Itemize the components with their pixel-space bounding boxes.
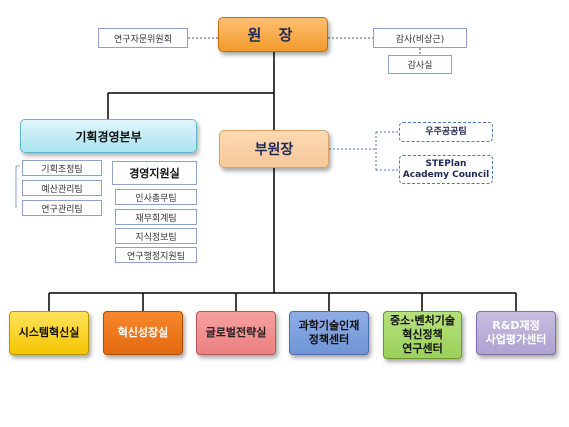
department-box: 시스템혁신실 <box>9 311 89 355</box>
planning-team-label: 연구관리팀 <box>41 204 83 215</box>
department-label: 중소·벤처기술 혁신정책 연구센터 <box>390 314 455 355</box>
director-box: 원 장 <box>218 17 328 52</box>
department-label: R&D재정 사업평가센터 <box>485 319 547 346</box>
planning-team-box: 기획조정팀 <box>22 160 102 176</box>
department-box: 혁신성장실 <box>103 311 183 355</box>
deputy-director-label: 부원장 <box>254 142 294 158</box>
planning-hq-box: 기획경영본부 <box>20 119 197 153</box>
deputy-unit-label: STEPlan Academy Council <box>402 158 490 180</box>
department-box: 글로벌전략실 <box>196 311 276 355</box>
department-label: 과학기술인재 정책센터 <box>298 319 360 346</box>
planning-team-box: 연구관리팀 <box>22 200 102 216</box>
management-team-label: 지식정보팀 <box>135 232 177 243</box>
planning-team-box: 예산관리팀 <box>22 180 102 196</box>
management-office-box: 경영지원실 <box>112 161 197 185</box>
management-team-box: 재무회계팀 <box>115 209 197 225</box>
deputy-unit-box: 우주공공팀 <box>399 122 493 142</box>
department-label: 혁신성장실 <box>117 326 169 339</box>
management-team-box: 지식정보팀 <box>115 228 197 244</box>
planning-team-label: 예산관리팀 <box>41 184 83 195</box>
management-team-label: 연구행정지원팀 <box>127 251 185 262</box>
advisory-committee-box: 연구자문위원회 <box>98 28 188 48</box>
planning-team-label: 기획조정팀 <box>41 164 83 175</box>
audit-office-label: 감사실 <box>407 61 433 71</box>
auditor-label: 감사(비상근) <box>395 34 445 45</box>
audit-office-box: 감사실 <box>388 55 452 74</box>
department-box: 중소·벤처기술 혁신정책 연구센터 <box>383 311 462 359</box>
management-team-label: 인사총무팀 <box>135 193 177 204</box>
director-label: 원 장 <box>247 26 299 44</box>
management-team-label: 재무회계팀 <box>135 213 177 224</box>
department-label: 시스템혁신실 <box>18 326 80 339</box>
advisory-committee-label: 연구자문위원회 <box>114 34 172 45</box>
department-label: 글로벌전략실 <box>205 326 267 339</box>
auditor-box: 감사(비상근) <box>373 28 467 48</box>
department-box: 과학기술인재 정책센터 <box>289 311 369 355</box>
planning-hq-label: 기획경영본부 <box>75 129 142 144</box>
deputy-director-box: 부원장 <box>219 130 329 168</box>
management-team-box: 연구행정지원팀 <box>115 247 197 263</box>
department-box: R&D재정 사업평가센터 <box>476 311 556 355</box>
management-office-label: 경영지원실 <box>129 167 180 180</box>
deputy-unit-box: STEPlan Academy Council <box>399 155 493 184</box>
management-team-box: 인사총무팀 <box>115 189 197 205</box>
deputy-unit-label: 우주공공팀 <box>425 126 467 137</box>
